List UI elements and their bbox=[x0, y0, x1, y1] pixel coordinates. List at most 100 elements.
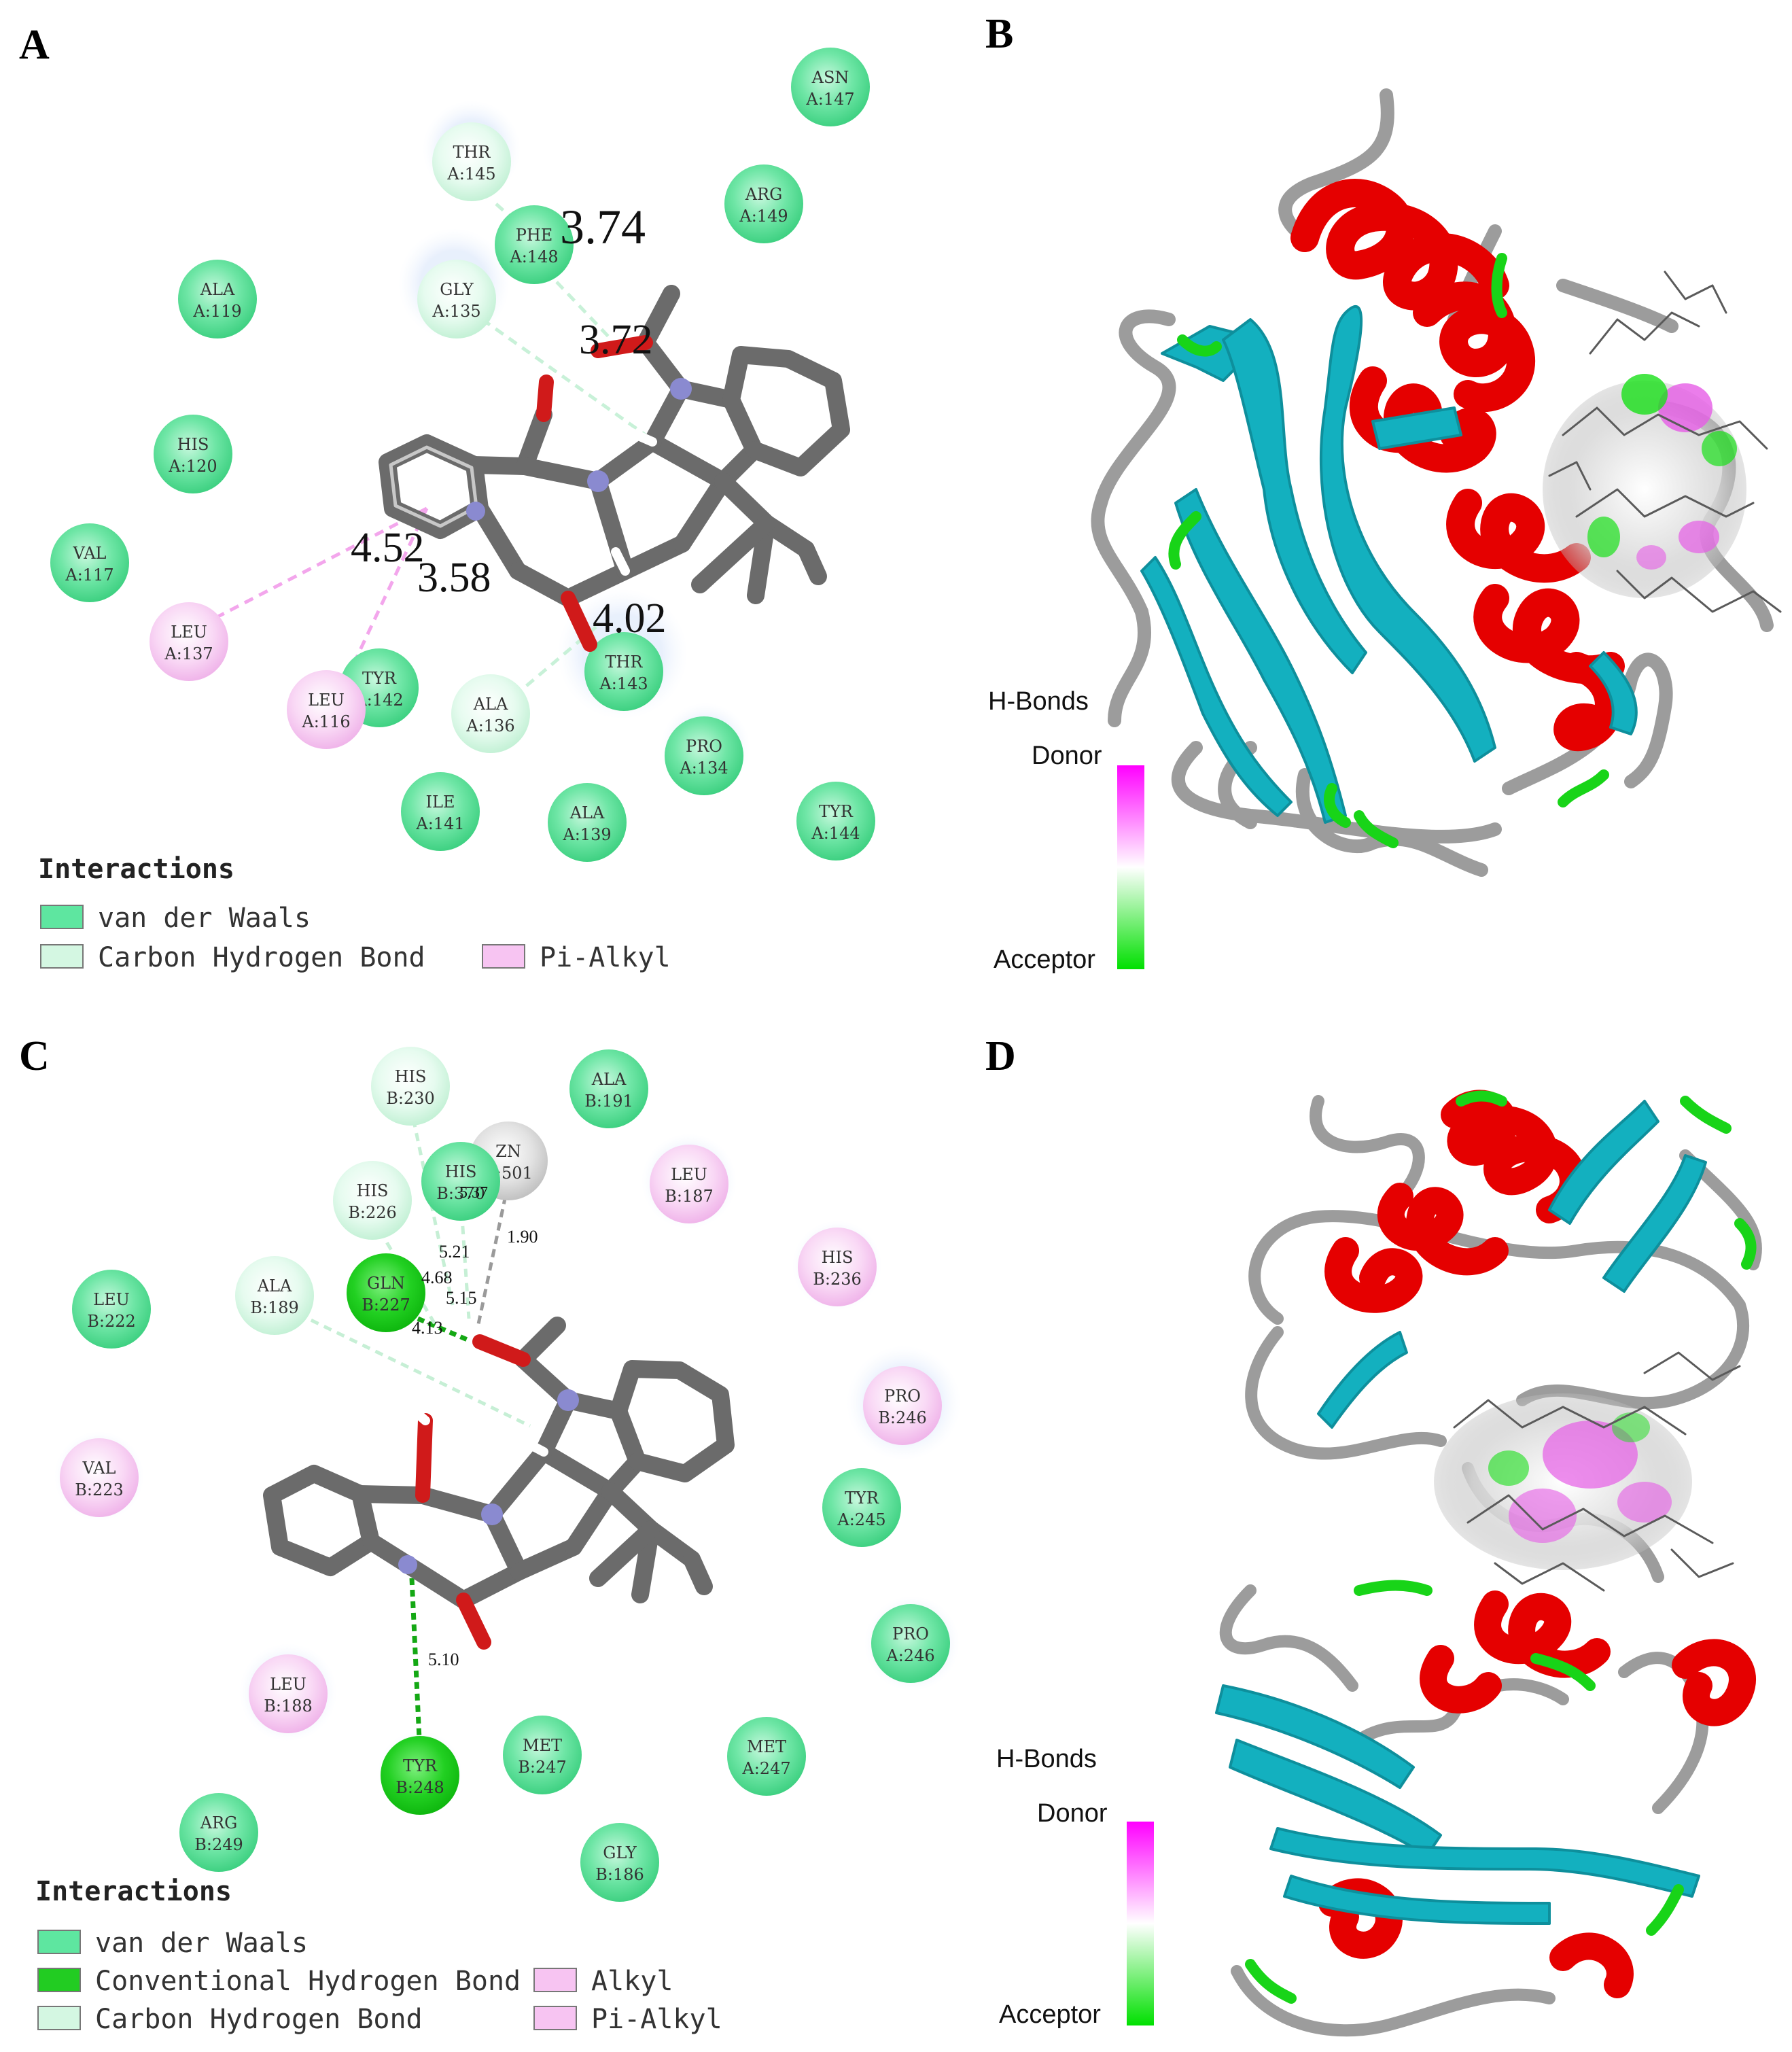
residue-name: PRO bbox=[884, 1387, 921, 1406]
residue-disc bbox=[822, 1468, 901, 1547]
residue-disc bbox=[235, 1256, 314, 1335]
residue-disc bbox=[548, 783, 627, 862]
distance-label: 5.21 bbox=[439, 1242, 470, 1262]
legend-title: Interactions bbox=[35, 1876, 232, 1907]
residue-id: B:191 bbox=[584, 1092, 633, 1111]
legend-label: Conventional Hydrogen Bond bbox=[95, 1966, 521, 1997]
residue-id: B:246 bbox=[878, 1408, 927, 1427]
legend-label: van der Waals bbox=[98, 903, 311, 934]
residue-disc bbox=[421, 1142, 500, 1221]
hbond-scale: H-Bonds Donor Acceptor bbox=[996, 1745, 1154, 2029]
residue-id: B:187 bbox=[665, 1187, 714, 1206]
residue-name: HIS bbox=[445, 1162, 477, 1181]
residue-name: HIS bbox=[395, 1067, 427, 1086]
panel-b-protein-ribbon: H-Bonds Donor Acceptor bbox=[988, 88, 1782, 974]
residue-id: B:188 bbox=[264, 1697, 313, 1716]
residue-id: A:246 bbox=[885, 1646, 934, 1665]
residue-name: MET bbox=[523, 1736, 562, 1755]
ligand-structure bbox=[263, 1317, 735, 1650]
residue-id: A:149 bbox=[739, 207, 788, 226]
residue-disc bbox=[50, 523, 129, 602]
legend-label: Alkyl bbox=[591, 1966, 673, 1997]
residue-name: ZN bbox=[495, 1142, 521, 1161]
residue-node: HIS B:370 bbox=[421, 1142, 500, 1221]
residue-name: LEU bbox=[671, 1165, 707, 1184]
residue-id: B:189 bbox=[250, 1298, 299, 1317]
residue-disc bbox=[863, 1366, 942, 1445]
panel-d-protein-ribbon: H-Bonds Donor Acceptor bbox=[996, 1090, 1762, 2037]
residue-id: A:143 bbox=[599, 674, 648, 693]
residue-name: ALA bbox=[591, 1070, 627, 1089]
residue-id: A:134 bbox=[679, 759, 728, 778]
legend-swatch bbox=[482, 944, 525, 969]
residue-discs: HISB:230ALAB:191ZNB:501HISB:370LEUB:187H… bbox=[60, 1047, 950, 1902]
legend-title: Interactions bbox=[38, 854, 234, 885]
carbon-hydrogen-bond-line bbox=[468, 308, 647, 437]
residue-disc bbox=[401, 772, 480, 851]
residue-disc bbox=[60, 1438, 139, 1517]
residue-disc bbox=[724, 164, 803, 243]
residue-node: ALA B:189 bbox=[235, 1256, 314, 1335]
ligand-structure bbox=[379, 285, 850, 652]
residue-name: TYR bbox=[845, 1489, 879, 1508]
residue-node: TYR A:144 bbox=[796, 782, 875, 860]
residue-name: HIS bbox=[357, 1181, 389, 1200]
residue-id: B:236 bbox=[813, 1270, 862, 1289]
distance-label: 3.72 bbox=[579, 317, 653, 363]
distance-labels: 3.743.724.523.584.02 bbox=[351, 200, 667, 642]
hbond-scale-acceptor: Acceptor bbox=[999, 2000, 1101, 2029]
residue-name: HIS bbox=[177, 435, 209, 454]
residue-name: TYR bbox=[362, 669, 397, 688]
panel-label-d: D bbox=[985, 1033, 1016, 1079]
residue-disc bbox=[798, 1228, 877, 1306]
distance-labels: 5.371.905.214.685.154.135.10 bbox=[412, 1184, 538, 1669]
hbond-scale-donor: Donor bbox=[1032, 742, 1102, 770]
hbond-gradient-bar bbox=[1127, 1822, 1154, 2025]
residue-node: LEU B:222 bbox=[72, 1270, 151, 1349]
residue-id: B:230 bbox=[386, 1089, 435, 1108]
legend-swatch bbox=[533, 2006, 577, 2030]
residue-disc bbox=[791, 48, 870, 126]
residue-name: LEU bbox=[270, 1675, 306, 1694]
legend-swatch bbox=[40, 944, 84, 969]
distance-label: 4.02 bbox=[593, 595, 667, 642]
residue-id: B:186 bbox=[595, 1865, 644, 1884]
legend-swatch bbox=[533, 1968, 577, 1992]
residue-name: ALA bbox=[257, 1276, 292, 1295]
residue-id: A:144 bbox=[811, 824, 860, 843]
legend-label: Carbon Hydrogen Bond bbox=[98, 942, 425, 973]
legend-swatch bbox=[37, 1968, 81, 1992]
distance-label: 4.13 bbox=[412, 1318, 443, 1338]
residue-name: ILE bbox=[426, 793, 455, 812]
residue-name: TYR bbox=[819, 802, 854, 821]
distance-label: 4.52 bbox=[351, 525, 425, 571]
residue-name: ALA bbox=[569, 803, 605, 822]
residue-disc bbox=[495, 205, 574, 284]
legend-swatch bbox=[37, 1930, 81, 1954]
panel-c-interaction-diagram: HISB:230ALAB:191ZNB:501HISB:370LEUB:187H… bbox=[35, 1047, 961, 2035]
residue-disc bbox=[333, 1161, 412, 1240]
residue-disc bbox=[451, 674, 530, 753]
residue-disc bbox=[381, 1736, 459, 1815]
hbond-scale-title: H-Bonds bbox=[996, 1745, 1097, 1773]
legend-swatch bbox=[40, 905, 84, 929]
ligand-binding-surface bbox=[1434, 1351, 1741, 1592]
residue-id: B:222 bbox=[87, 1312, 136, 1331]
residue-id: A:119 bbox=[192, 302, 241, 321]
residue-disc bbox=[249, 1654, 328, 1733]
residue-name: LEU bbox=[93, 1290, 130, 1309]
residue-id: B:370 bbox=[436, 1184, 485, 1203]
legend-label: Pi-Alkyl bbox=[591, 2004, 722, 2035]
